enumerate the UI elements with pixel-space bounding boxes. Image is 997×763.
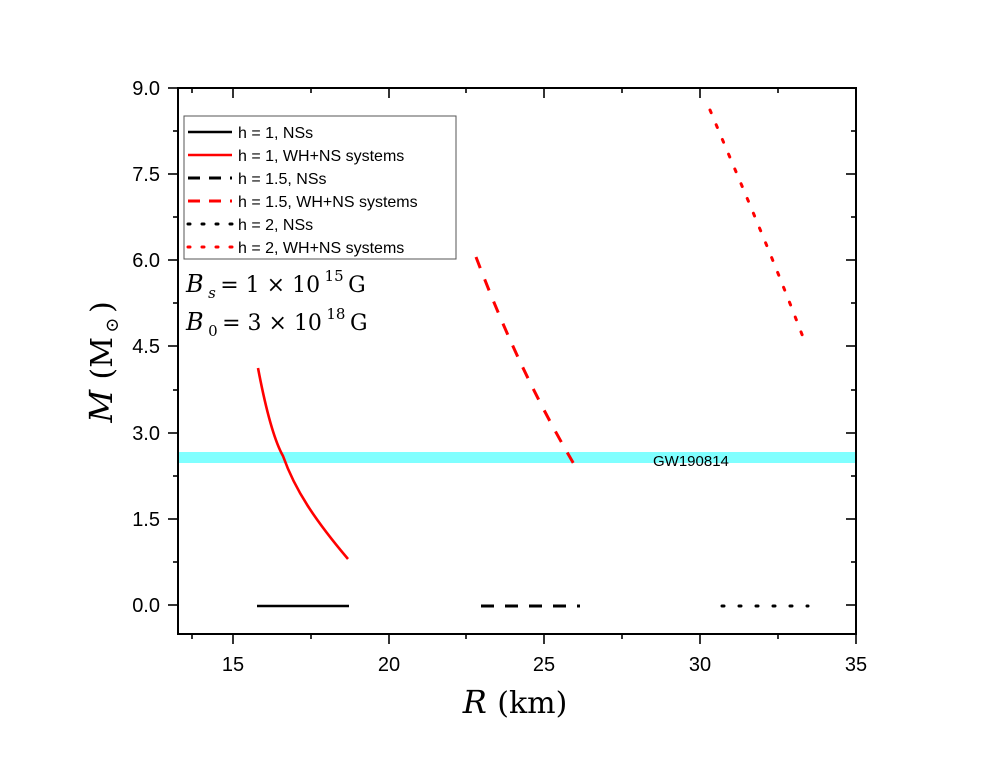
svg-text:6.0: 6.0 bbox=[132, 250, 160, 272]
gw190814-label: GW190814 bbox=[653, 453, 729, 470]
legend-item-h1p5-ns: h = 1.5, NSs bbox=[188, 171, 327, 188]
series-h1p5-wh-ns bbox=[474, 256, 580, 472]
legend-item-h2-wh-ns: h = 2, WH+NS systems bbox=[186, 240, 404, 257]
legend: h = 1, NSs h = 1, WH+NS systems h = 1.5,… bbox=[183, 115, 457, 260]
x-axis-label: R (km) bbox=[462, 683, 568, 721]
legend-item-h1-ns: h = 1, NSs bbox=[188, 125, 313, 142]
legend-item-h2-ns: h = 2, NSs bbox=[186, 217, 313, 234]
svg-text:h = 1, NSs: h = 1, NSs bbox=[238, 125, 313, 142]
svg-text:1.5: 1.5 bbox=[132, 509, 160, 531]
legend-box bbox=[183, 115, 457, 260]
series-h2-wh-ns bbox=[708, 108, 808, 347]
y-axis-ticks bbox=[168, 87, 178, 606]
svg-text:0.0: 0.0 bbox=[132, 595, 160, 617]
svg-text:h = 1.5, WH+NS systems: h = 1.5, WH+NS systems bbox=[238, 194, 418, 211]
x-axis-top-ticks bbox=[191, 88, 779, 98]
svg-text:7.5: 7.5 bbox=[132, 164, 160, 186]
series-h1-wh-ns bbox=[256, 367, 349, 560]
svg-text:20: 20 bbox=[378, 654, 400, 676]
svg-text:25: 25 bbox=[533, 654, 555, 676]
svg-text:30: 30 bbox=[689, 654, 711, 676]
svg-text:3.0: 3.0 bbox=[132, 423, 160, 445]
bs-annotation: B s = 1 × 10 15 G bbox=[185, 267, 366, 302]
svg-text:4.5: 4.5 bbox=[132, 336, 160, 358]
svg-text:9.0: 9.0 bbox=[132, 78, 160, 100]
svg-text:35: 35 bbox=[845, 654, 867, 676]
b0-annotation: B 0 = 3 × 10 18 G bbox=[185, 305, 368, 340]
legend-item-h1p5-wh-ns: h = 1.5, WH+NS systems bbox=[188, 194, 418, 211]
gw190814-band bbox=[179, 452, 855, 463]
legend-item-h1-wh-ns: h = 1, WH+NS systems bbox=[188, 148, 404, 165]
y-axis-right-ticks bbox=[846, 130, 856, 606]
svg-text:h = 1, WH+NS systems: h = 1, WH+NS systems bbox=[238, 148, 404, 165]
svg-text:h = 2, NSs: h = 2, NSs bbox=[238, 217, 313, 234]
plot-frame bbox=[177, 87, 857, 635]
x-axis-ticks bbox=[191, 634, 857, 644]
y-tick-labels: 9.0 7.5 6.0 4.5 3.0 1.5 0.0 bbox=[132, 78, 160, 617]
x-tick-labels: 15 20 25 30 35 bbox=[222, 654, 867, 676]
svg-text:h = 1.5, NSs: h = 1.5, NSs bbox=[238, 171, 327, 188]
y-axis-label: M (M ⊙ ) bbox=[82, 301, 123, 423]
svg-text:h = 2, WH+NS systems: h = 2, WH+NS systems bbox=[238, 240, 404, 257]
svg-text:15: 15 bbox=[222, 654, 244, 676]
